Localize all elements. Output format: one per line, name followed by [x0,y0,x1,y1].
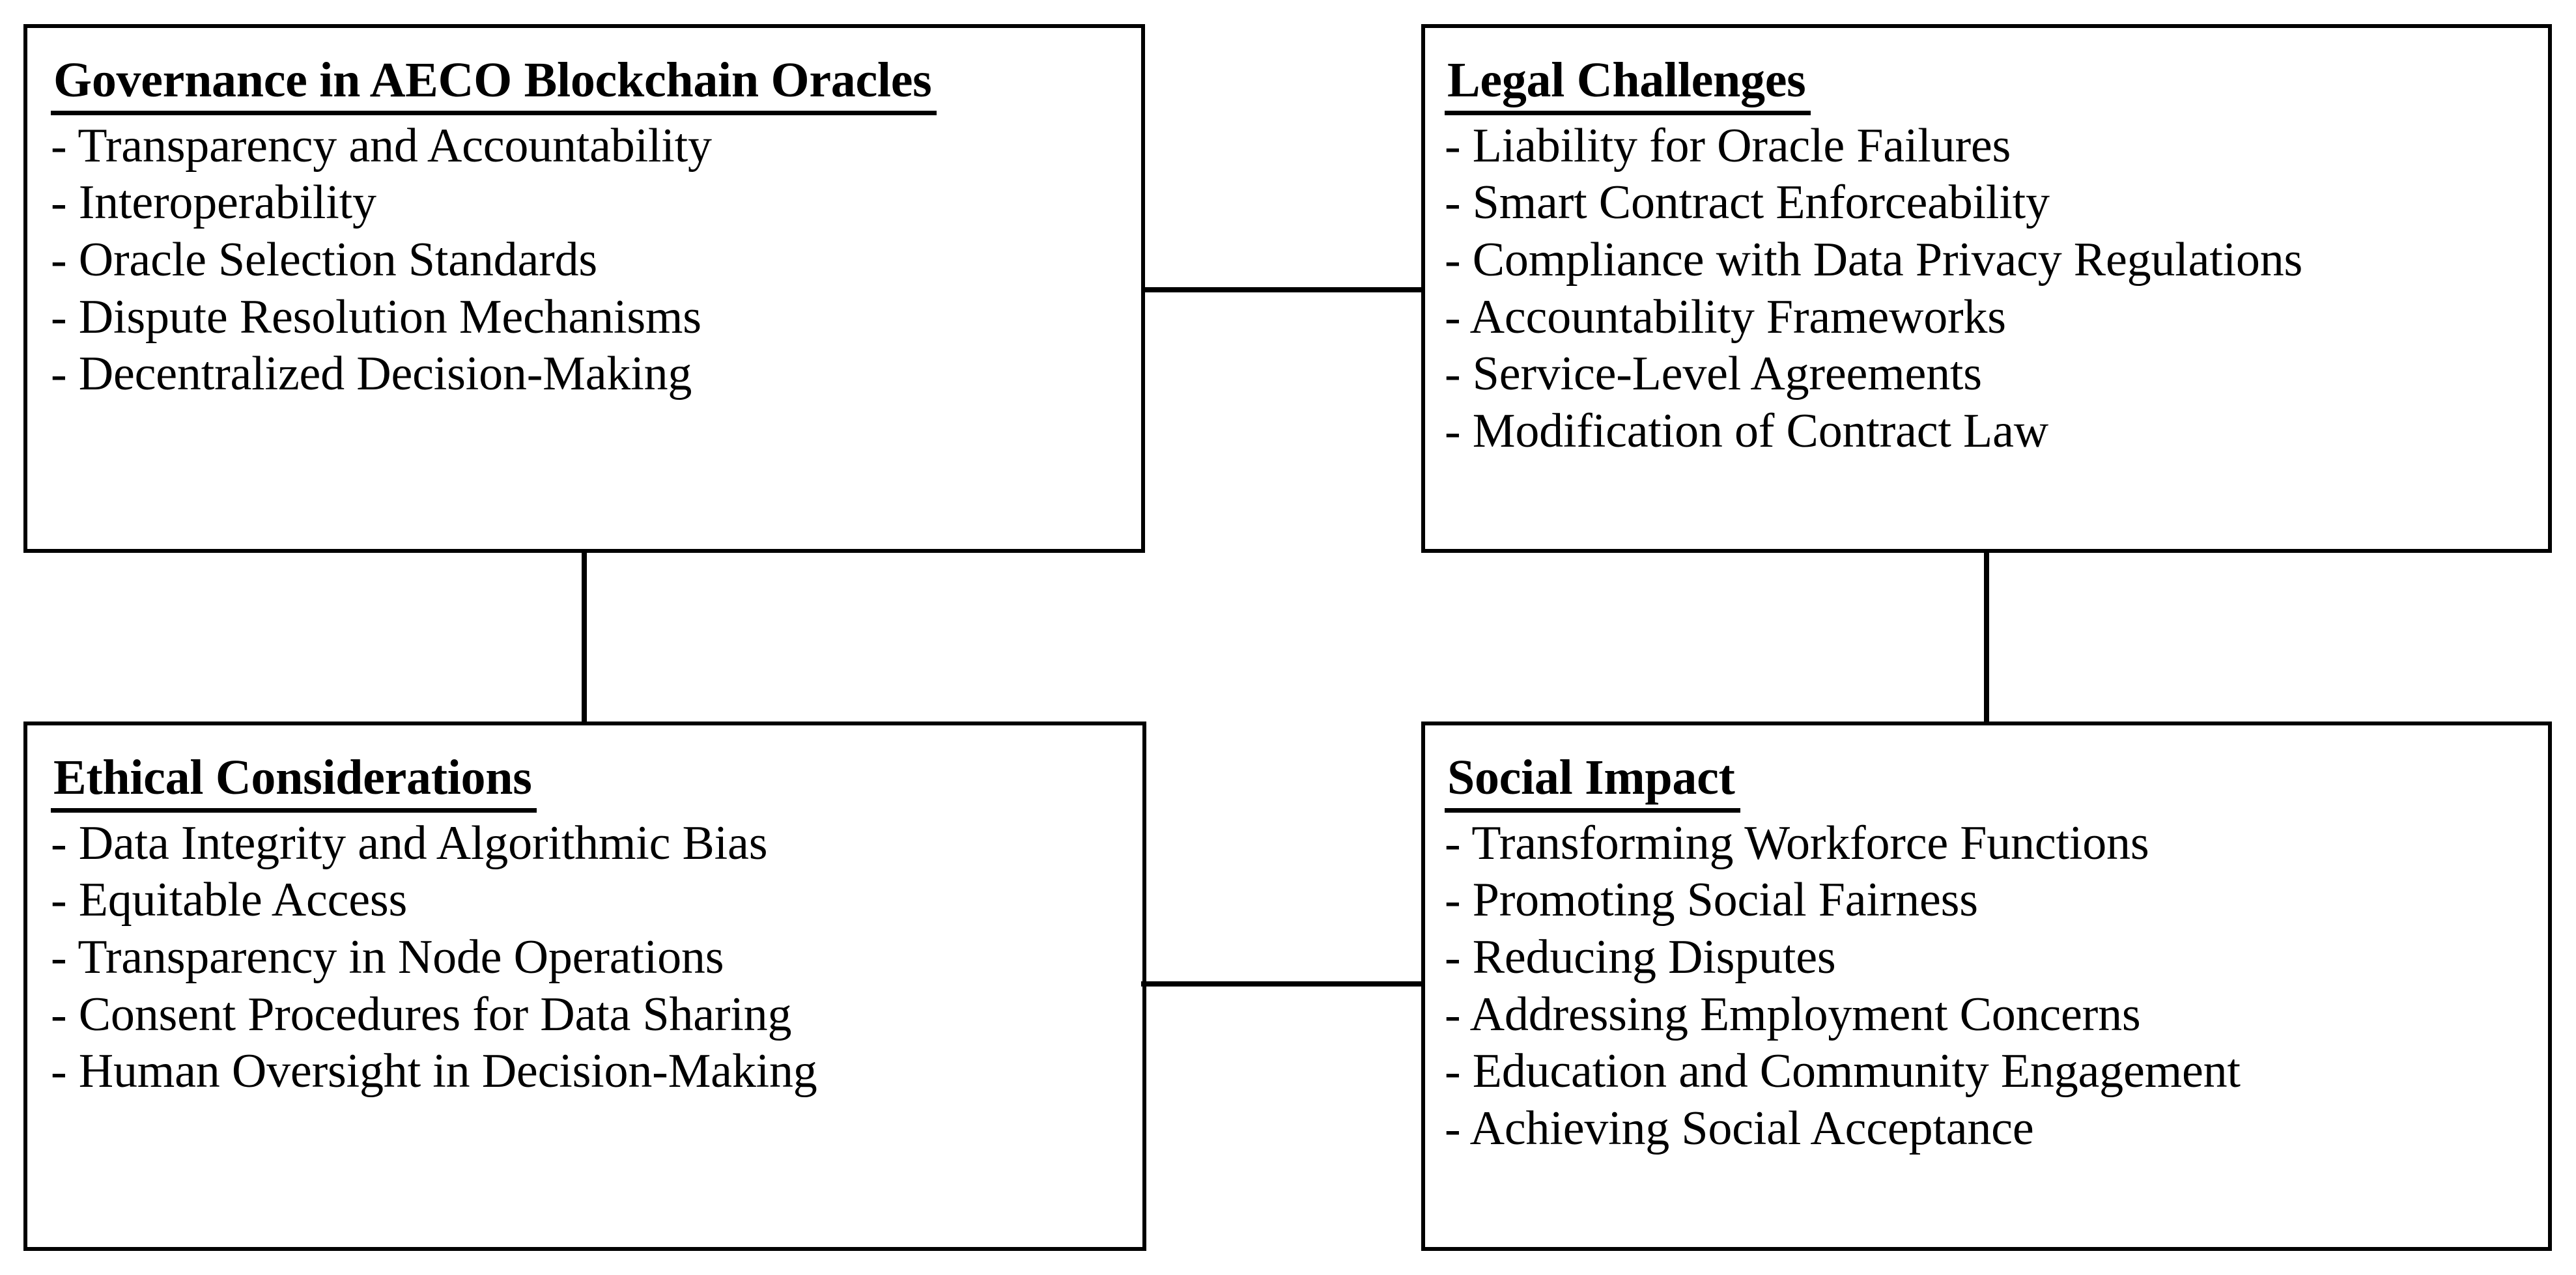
list-item: - Transforming Workforce Functions [1445,816,2149,870]
node-box-legal-challenges[interactable]: Legal Challenges - Liability for Oracle … [1421,24,2552,553]
node-list-governance: - Transparency and Accountability - Inte… [27,118,1141,403]
list-item: - Promoting Social Fairness [1445,873,1978,927]
connector-legal-social [1984,550,1989,723]
node-list-ethical-considerations: - Data Integrity and Algorithmic Bias - … [27,815,1142,1100]
node-box-governance[interactable]: Governance in AECO Blockchain Oracles - … [23,24,1145,553]
list-item: - Addressing Employment Concerns [1445,987,2141,1041]
node-title-legal-challenges: Legal Challenges [1445,54,1811,115]
connector-governance-ethical [582,550,587,723]
list-item: - Education and Community Engagement [1445,1044,2241,1099]
list-item: - Liability for Oracle Failures [1445,119,2011,173]
node-title-social-impact: Social Impact [1445,751,1740,813]
list-item: - Modification of Contract Law [1445,404,2048,458]
list-item: - Smart Contract Enforceability [1445,176,2050,230]
list-item: - Service-Level Agreements [1445,347,1982,401]
connector-ethical-social [1141,981,1424,987]
list-item: - Accountability Frameworks [1445,290,2006,344]
list-item: - Equitable Access [51,873,408,927]
list-item: - Reducing Disputes [1445,930,1836,984]
list-item: - Achieving Social Acceptance [1445,1101,2034,1155]
list-item: - Data Integrity and Algorithmic Bias [51,816,768,870]
node-title-ethical-considerations: Ethical Considerations [51,751,537,813]
node-title-governance: Governance in AECO Blockchain Oracles [51,54,937,115]
node-list-legal-challenges: - Liability for Oracle Failures - Smart … [1425,118,2548,460]
list-item: - Oracle Selection Standards [51,232,597,287]
connector-governance-legal [1141,287,1424,292]
list-item: - Transparency and Accountability [51,119,712,173]
list-item: - Transparency in Node Operations [51,930,724,984]
list-item: - Dispute Resolution Mechanisms [51,290,701,344]
node-box-social-impact[interactable]: Social Impact - Transforming Workforce F… [1421,722,2552,1251]
node-list-social-impact: - Transforming Workforce Functions - Pro… [1425,815,2548,1158]
list-item: - Decentralized Decision-Making [51,347,692,401]
list-item: - Interoperability [51,176,376,230]
list-item: - Human Oversight in Decision-Making [51,1044,817,1099]
node-box-ethical-considerations[interactable]: Ethical Considerations - Data Integrity … [23,722,1146,1251]
list-item: - Consent Procedures for Data Sharing [51,987,792,1041]
list-item: - Compliance with Data Privacy Regulatio… [1445,232,2303,287]
